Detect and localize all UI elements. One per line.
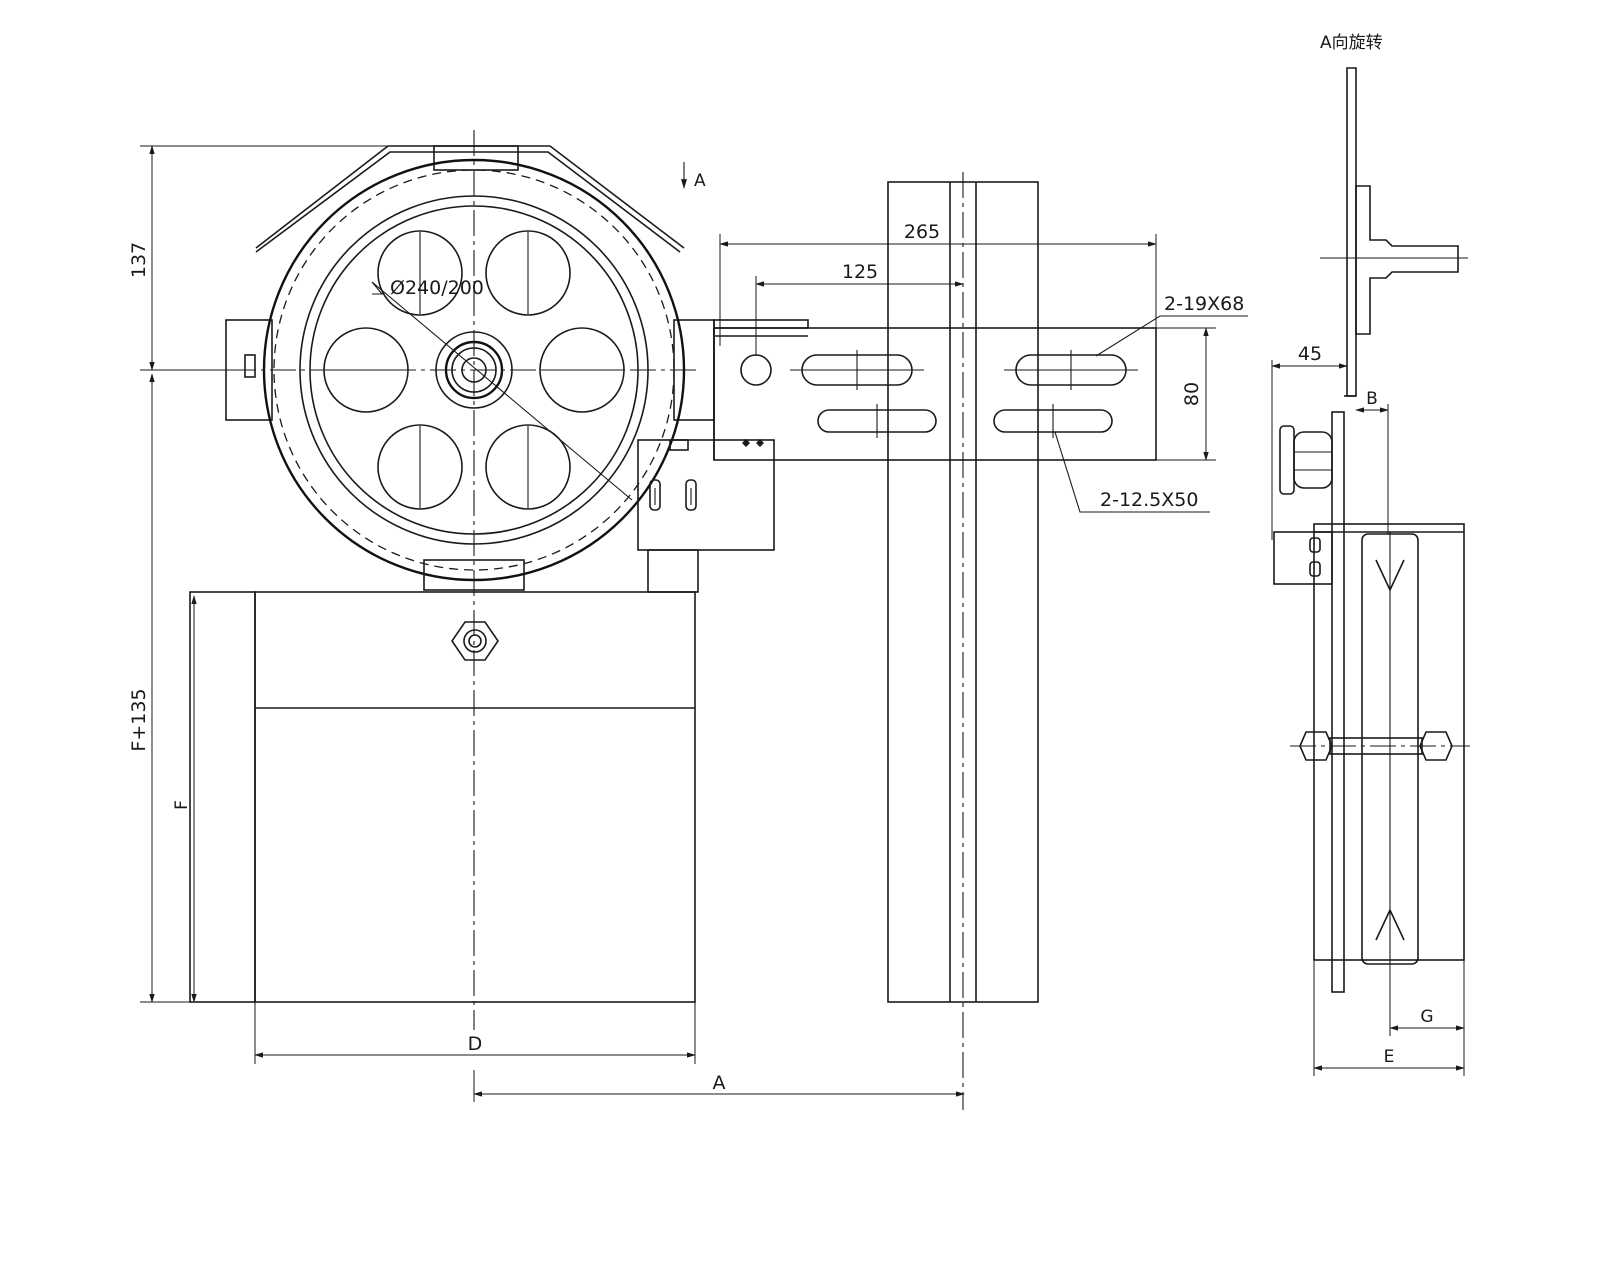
dim-45: 45 (1298, 343, 1322, 365)
tension-box (189, 591, 696, 1003)
dim-f135: F+135 (128, 688, 150, 751)
hole-label-long: 2-19X68 (1164, 293, 1244, 315)
dim-f: F (172, 800, 192, 810)
hole-label-short: 2-12.5X50 (1100, 489, 1198, 511)
rail-and-bracket: 265 125 80 2-19X68 2-12.5X50 (713, 172, 1248, 1110)
dim-a: A (713, 1072, 726, 1094)
dim-125: 125 (842, 261, 878, 283)
dim-d: D (468, 1033, 483, 1055)
diameter-label: Ø240/200 (390, 277, 484, 299)
dim-80: 80 (1181, 382, 1203, 406)
switch-box (637, 439, 775, 593)
dim-b: B (1366, 389, 1378, 409)
side-view: A向旋转 45 B (1271, 33, 1470, 1076)
dim-e: E (1384, 1047, 1395, 1067)
dim-137: 137 (128, 242, 150, 278)
front-view: Ø240/200 A 137 F+135 F D A (128, 130, 965, 1102)
dim-265: 265 (904, 221, 940, 243)
view-title: A向旋转 (1320, 33, 1383, 53)
dim-g: G (1420, 1007, 1433, 1027)
view-arrow-label: A (694, 171, 706, 191)
